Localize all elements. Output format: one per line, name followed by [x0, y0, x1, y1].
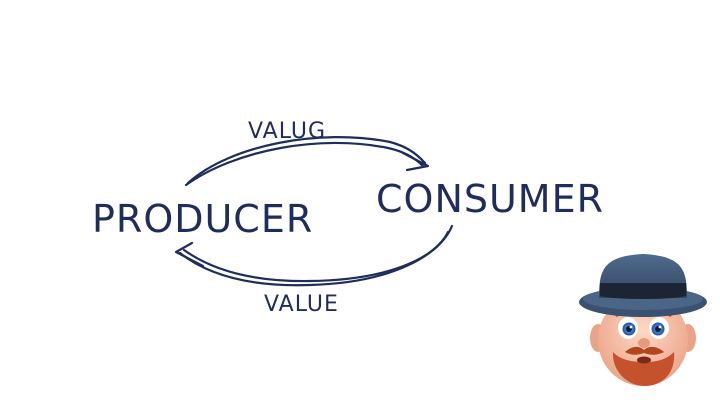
- consumer-label: CONSUMER: [376, 177, 604, 221]
- top-arrow: [184, 136, 430, 187]
- bottom-edge-label: VALUE: [264, 292, 339, 317]
- producer-label: PRODUCER: [92, 197, 313, 241]
- top-edge-label: VALUG: [248, 119, 326, 144]
- bottom-arrow: [174, 224, 454, 287]
